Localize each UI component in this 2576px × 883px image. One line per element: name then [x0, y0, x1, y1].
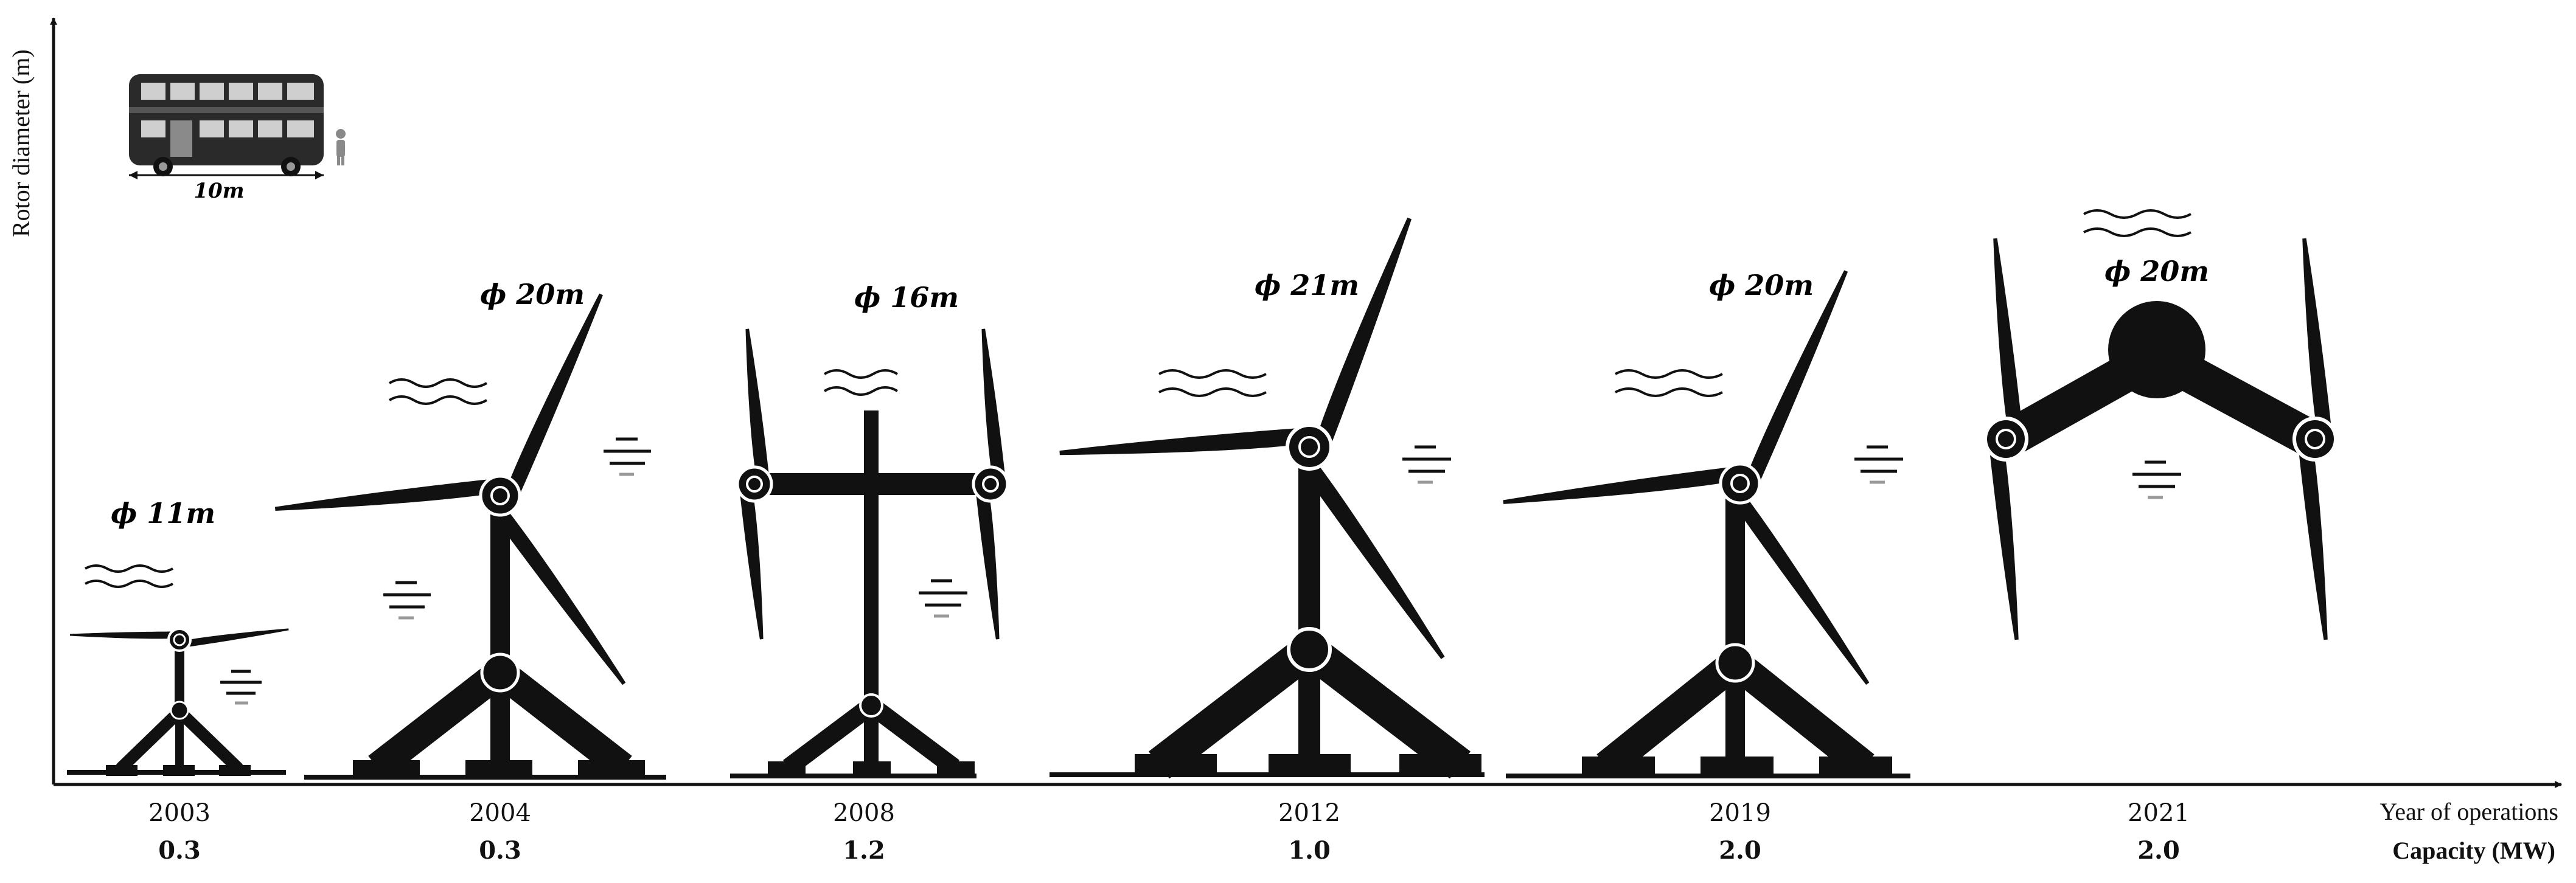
year-labels: 2003 2004 2008 2012 2019 2021	[148, 799, 2190, 827]
capacity-value-2019: 2.0	[1719, 836, 1761, 865]
rotor-right-icon	[972, 328, 1009, 640]
wave-icon	[388, 378, 488, 405]
wave-icon	[1158, 369, 1267, 397]
rotor-diameter-2012: ϕ 21m	[1255, 269, 1359, 302]
capacity-value-2012: 1.0	[1288, 836, 1331, 865]
rotor-diameter-2003: ϕ 11m	[111, 497, 215, 530]
capacity-value-2003: 0.3	[158, 836, 201, 865]
year-label-2021: 2021	[2128, 799, 2190, 827]
rotor-icon	[1502, 268, 1875, 688]
capacity-values: 0.3 0.3 1.2 1.0 2.0 2.0	[158, 836, 2180, 865]
turbine-2012	[1050, 215, 1485, 779]
rotor-diameter-2019: ϕ 20m	[1709, 269, 1814, 302]
water-level-icon	[919, 579, 967, 618]
y-axis-label: Rotor diameter (m)	[7, 49, 35, 237]
wave-icon	[823, 369, 899, 396]
year-label-2003: 2003	[148, 799, 211, 827]
capacity-value-2021: 2.0	[2137, 836, 2180, 865]
person-icon	[336, 129, 346, 165]
tripod-base-icon	[1050, 462, 1485, 779]
x-axis-label: Year of operations	[2379, 798, 2558, 825]
water-level-icon	[2132, 460, 2181, 499]
tripod-base-icon	[1506, 493, 1910, 778]
rotor-left-icon	[736, 328, 773, 640]
turbine-2019	[1502, 268, 1910, 778]
tripod-base-icon	[730, 410, 989, 778]
rotor-icon	[274, 291, 631, 688]
tripod-base-icon	[67, 651, 286, 776]
turbine-2021	[1983, 209, 2338, 641]
water-level-icon	[1402, 445, 1451, 484]
double-decker-bus-icon	[129, 74, 324, 176]
water-level-icon	[1854, 445, 1903, 484]
capacity-label: Capacity (MW)	[2392, 837, 2555, 864]
year-label-2004: 2004	[469, 799, 531, 827]
rotor-icon	[70, 625, 290, 652]
rotor-left-icon	[1983, 237, 2028, 641]
rotor-right-icon	[2292, 237, 2338, 641]
floating-hull-icon	[2001, 301, 2318, 455]
year-label-2012: 2012	[1278, 799, 1340, 827]
capacity-value-2004: 0.3	[479, 836, 521, 865]
year-label-2008: 2008	[833, 799, 895, 827]
turbine-2003	[67, 564, 290, 776]
wave-icon	[1615, 369, 1723, 397]
rotor-icon	[1059, 215, 1450, 663]
water-level-icon	[383, 437, 651, 620]
rotor-diameter-2021: ϕ 20m	[2104, 255, 2209, 288]
turbine-2004	[274, 291, 666, 780]
year-label-2019: 2019	[1709, 799, 1771, 827]
rotor-diameter-2008: ϕ 16m	[854, 281, 959, 314]
water-level-icon	[220, 670, 262, 705]
scale-bar	[129, 171, 324, 179]
tripod-base-icon	[304, 505, 666, 780]
wave-icon	[2083, 209, 2191, 237]
scale-length-label: 10m	[193, 179, 244, 203]
turbine-2008	[730, 328, 1009, 778]
wave-icon	[85, 564, 173, 588]
rotor-diameter-2004: ϕ 20m	[480, 278, 585, 311]
capacity-value-2008: 1.2	[843, 836, 885, 865]
